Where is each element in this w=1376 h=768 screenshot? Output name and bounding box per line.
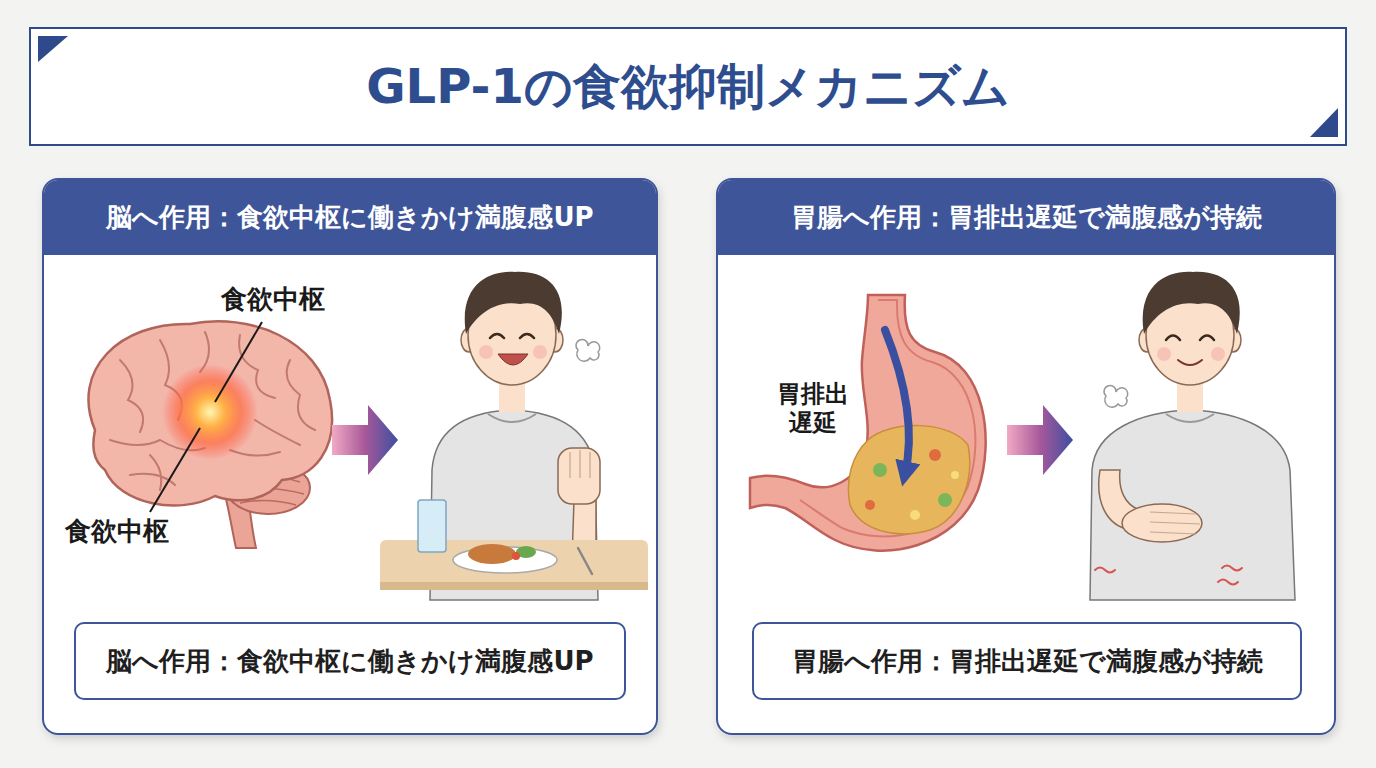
- title-frame-part: [38, 36, 68, 62]
- person-refusing-food-part: [479, 345, 493, 359]
- person-feeling-full-part: [1157, 347, 1171, 361]
- person-refusing-food-part: [533, 345, 547, 359]
- panel-ground-part: [716, 178, 1336, 735]
- person-feeling-full-part: [1178, 360, 1202, 365]
- person-feeling-full-part: [1166, 336, 1214, 341]
- person-refusing-food-part: [465, 272, 562, 334]
- person-feeling-full-part: [1090, 410, 1295, 600]
- person-feeling-full-part: [1211, 347, 1225, 361]
- title-frame-part: [30, 28, 1346, 145]
- panel-heading: 脳へ作用：食欲中枢に働きかけ満腹感UP: [106, 200, 593, 235]
- person-refusing-food-part: [380, 582, 648, 590]
- person-refusing-food-part: [558, 448, 600, 504]
- panel-ground: [42, 178, 1336, 735]
- diagram-title: GLP-1の食欲抑制メカニズム: [366, 55, 1010, 119]
- flow-arrow-part: [1007, 405, 1073, 475]
- person-refusing-food-part: [498, 354, 528, 365]
- person-feeling-full-part: [1166, 414, 1214, 422]
- stomach-illustration-part: [885, 330, 909, 474]
- panel-ground-part: [42, 178, 658, 735]
- stomach-illustration: [750, 295, 986, 551]
- person-refusing-food-part: [578, 548, 592, 574]
- flow-arrow-part: [332, 405, 398, 475]
- person-refusing-food: [380, 272, 648, 600]
- caption-box: 脳へ作用：食欲中枢に働きかけ満腹感UP: [74, 622, 626, 700]
- brain-illustration-part: [110, 332, 315, 490]
- person-refusing-food-part: [512, 552, 520, 560]
- person-feeling-full: [1090, 272, 1295, 600]
- caption-box: 胃腸へ作用：胃排出遅延で満腹感が持続: [752, 622, 1302, 700]
- caption-text: 胃腸へ作用：胃排出遅延で満腹感が持続: [792, 644, 1263, 679]
- title-frame: [30, 28, 1346, 145]
- brain-illustration: [88, 321, 332, 548]
- person-refusing-food-part: [488, 414, 536, 422]
- stomach-illustration-part: [929, 449, 941, 461]
- region-label: 食欲中枢: [62, 516, 172, 547]
- panel-header-band: 脳へ作用：食欲中枢に働きかけ満腹感UP: [44, 180, 656, 255]
- person-refusing-food-part: [490, 334, 534, 338]
- person-refusing-food-part: [468, 544, 516, 564]
- title-area: GLP-1の食欲抑制メカニズム: [30, 28, 1346, 145]
- title-frame-part: [1310, 108, 1338, 137]
- stomach-illustration-part: [865, 500, 875, 510]
- panel-header-band: 胃腸へ作用：胃排出遅延で満腹感が持続: [718, 180, 1334, 255]
- effect-panel: 胃腸へ作用：胃排出遅延で満腹感が持続胃腸へ作用：胃排出遅延で満腹感が持続: [716, 178, 1336, 735]
- leader-line-part: [215, 322, 262, 402]
- person-refusing-food-part: [576, 340, 600, 362]
- stomach-illustration-part: [910, 510, 920, 520]
- leader-line-part: [150, 428, 200, 512]
- process-label: 胃排出 遅延: [770, 380, 856, 438]
- person-feeling-full-part: [1122, 504, 1202, 542]
- person-refusing-food-part: [418, 500, 446, 552]
- person-feeling-full-part: [1104, 386, 1128, 408]
- person-feeling-full-part: [1143, 272, 1240, 334]
- person-refusing-food-part: [570, 450, 590, 478]
- person-feeling-full-part: [1150, 512, 1200, 534]
- stomach-illustration-part: [750, 295, 986, 551]
- brain-illustration-part: [88, 321, 332, 505]
- stomach-illustration-part: [951, 471, 959, 479]
- stomach-illustration-part: [873, 463, 887, 477]
- region-label: 食欲中枢: [218, 284, 328, 315]
- caption-text: 脳へ作用：食欲中枢に働きかけ満腹感UP: [106, 644, 593, 679]
- panel-heading: 胃腸へ作用：胃排出遅延で満腹感が持続: [791, 200, 1262, 235]
- brain-illustration-part: [162, 364, 258, 460]
- leader-line: [150, 322, 262, 512]
- person-feeling-full-part: [1095, 566, 1242, 585]
- stomach-illustration-part: [938, 493, 952, 507]
- effect-panel: 脳へ作用：食欲中枢に働きかけ満腹感UP 脳へ作用：食欲中枢に働きかけ満腹感UP: [42, 178, 658, 735]
